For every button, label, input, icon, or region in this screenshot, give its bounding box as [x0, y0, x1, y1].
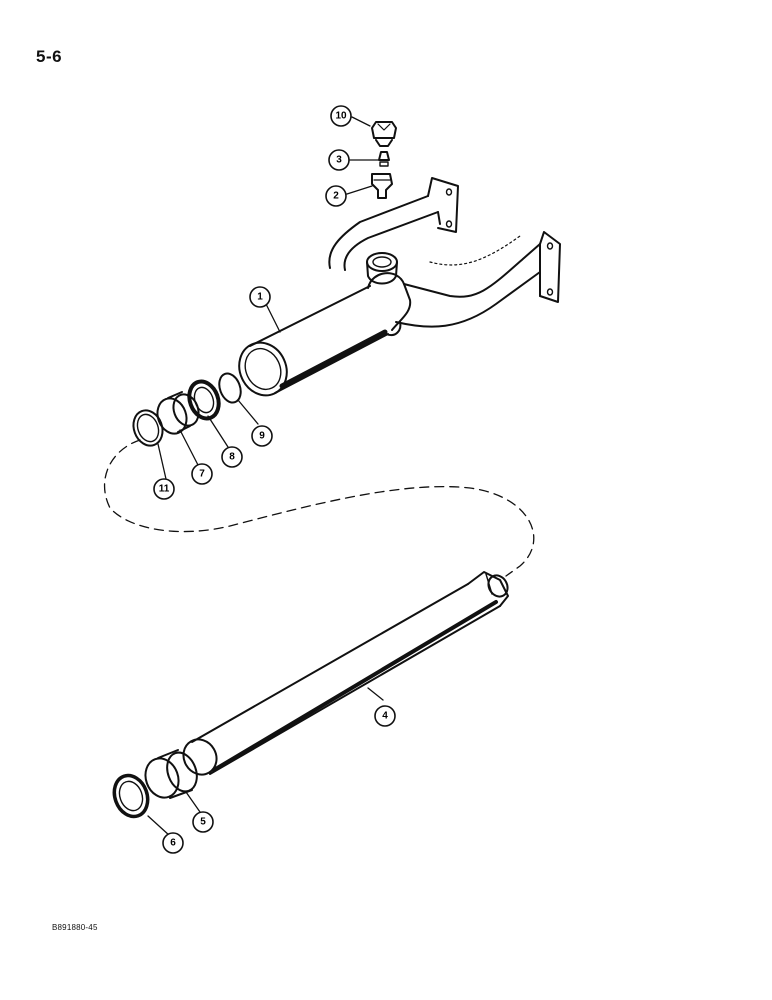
leader-lines — [147, 116, 384, 837]
svg-text:3: 3 — [336, 155, 342, 166]
svg-text:2: 2 — [333, 191, 339, 202]
callout-7: 7 — [191, 463, 213, 485]
figure-code: B891880-45 — [52, 923, 98, 932]
grease-fitting-part-3 — [378, 151, 390, 167]
svg-text:9: 9 — [259, 431, 265, 442]
svg-text:7: 7 — [199, 469, 205, 480]
callout-10: 10 — [330, 105, 352, 127]
snap-ring-part-9 — [218, 372, 242, 404]
bushing-part-11 — [132, 409, 164, 447]
bushing-part-5 — [144, 749, 198, 799]
seal-part-6 — [112, 773, 150, 819]
seal-part-8 — [187, 379, 221, 421]
adapter-fitting-part-2 — [371, 173, 393, 199]
svg-text:6: 6 — [170, 838, 176, 849]
svg-text:1: 1 — [257, 292, 263, 303]
svg-text:10: 10 — [335, 111, 347, 122]
callout-5: 5 — [192, 811, 214, 833]
callout-2: 2 — [325, 185, 347, 207]
svg-text:4: 4 — [382, 711, 388, 722]
callouts: 10 3 2 1 9 8 7 11 — [153, 105, 396, 854]
callout-11: 11 — [153, 478, 175, 500]
assembly-dashed-line — [103, 439, 535, 577]
callout-6: 6 — [162, 832, 184, 854]
callout-8: 8 — [221, 446, 243, 468]
axle-housing — [238, 177, 561, 397]
page-number: 5-6 — [36, 47, 63, 66]
svg-text:5: 5 — [200, 817, 206, 828]
plug-part-10 — [371, 121, 397, 147]
svg-text:8: 8 — [229, 452, 235, 463]
callout-3: 3 — [328, 149, 350, 171]
callout-1: 1 — [249, 286, 271, 308]
svg-text:11: 11 — [159, 484, 170, 495]
callout-4: 4 — [374, 705, 396, 727]
callout-9: 9 — [251, 425, 273, 447]
pivot-pin-part-4 — [182, 571, 509, 776]
